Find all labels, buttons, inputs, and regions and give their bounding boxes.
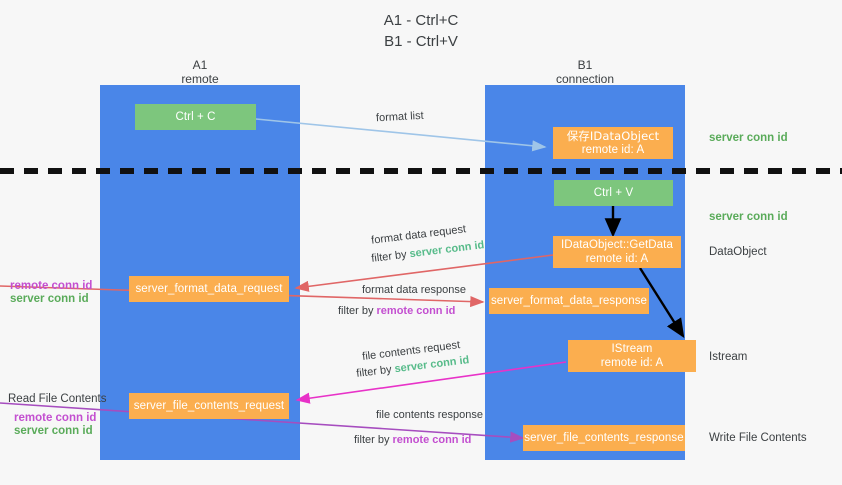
title-line-1: A1 - Ctrl+C [383,12,459,29]
diagram-title: A1 - Ctrl+C B1 - Ctrl+V [0,10,842,52]
box-server-file-contents-response-label: server_file_contents_response [524,432,684,444]
lane-header-b1: B1 connection [485,58,685,86]
annotation-server-conn-id-2: server conn id [709,211,788,223]
annotation-write-file-contents: Write File Contents [709,432,807,444]
box-server-format-data-response-label: server_format_data_response [490,295,648,307]
box-save-idataobject[interactable]: 保存IDataObject remote id: A [553,127,673,159]
edge-label-format-data-response-filter: filter by remote conn id [338,304,455,319]
lane-header-a1: A1 remote [100,58,300,86]
filter-key-remote-conn-id-2: remote conn id [392,434,472,446]
box-server-file-contents-request[interactable]: server_file_contents_request [129,393,289,419]
box-server-format-data-request-label: server_format_data_request [135,283,283,295]
edge-label-format-list: format list [375,109,424,125]
box-save-idataobject-line2: remote id: A [581,144,645,156]
box-getdata-line2: remote id: A [585,253,649,265]
annotation-server-conn-id-4: server conn id [14,425,93,437]
box-ctrl-v-label: Ctrl + V [593,187,634,199]
box-server-format-data-response[interactable]: server_format_data_response [489,288,649,314]
edge-label-format-data-response: format data response [362,284,466,296]
filter-prefix-1: filter by [370,248,411,265]
annotation-dataobject: DataObject [709,246,767,258]
lane-b1-name: B1 [577,58,593,72]
box-istream-line2: remote id: A [600,357,664,369]
filter-prefix-2: filter by [338,305,377,317]
filter-key-remote-conn-id-1: remote conn id [376,305,456,317]
box-save-idataobject-line1: 保存IDataObject [566,129,660,143]
annotation-istream: Istream [709,351,748,363]
title-line-2: B1 - Ctrl+V [384,33,458,50]
lane-a1-name: A1 [192,58,208,72]
annotation-remote-conn-id-2: remote conn id [14,412,97,424]
filter-prefix-3: filter by [355,363,396,380]
box-ctrl-c-label: Ctrl + C [175,111,216,123]
box-getdata[interactable]: IDataObject::GetData remote id: A [553,236,681,268]
box-server-file-contents-response[interactable]: server_file_contents_response [523,425,685,451]
annotation-read-file-contents: Read File Contents [8,393,107,405]
edge-label-file-contents-response-filter: filter by remote conn id [354,433,471,448]
box-ctrl-v[interactable]: Ctrl + V [554,180,673,206]
lane-a1-sub: remote [181,72,219,86]
box-getdata-line1: IDataObject::GetData [561,239,673,251]
annotation-remote-conn-id-1: remote conn id [10,280,93,292]
annotation-server-conn-id-1: server conn id [709,132,788,144]
edge-label-file-contents-response: file contents response [376,409,484,421]
phase-separator [0,168,842,174]
box-istream[interactable]: IStream remote id: A [568,340,696,372]
annotation-server-conn-id-3: server conn id [10,293,89,305]
box-server-format-data-request[interactable]: server_format_data_request [129,276,289,302]
lane-b1-sub: connection [555,72,615,86]
box-ctrl-c[interactable]: Ctrl + C [135,104,256,130]
box-server-file-contents-request-label: server_file_contents_request [133,400,285,412]
box-istream-line1: IStream [611,343,653,355]
filter-prefix-4: filter by [354,434,393,446]
